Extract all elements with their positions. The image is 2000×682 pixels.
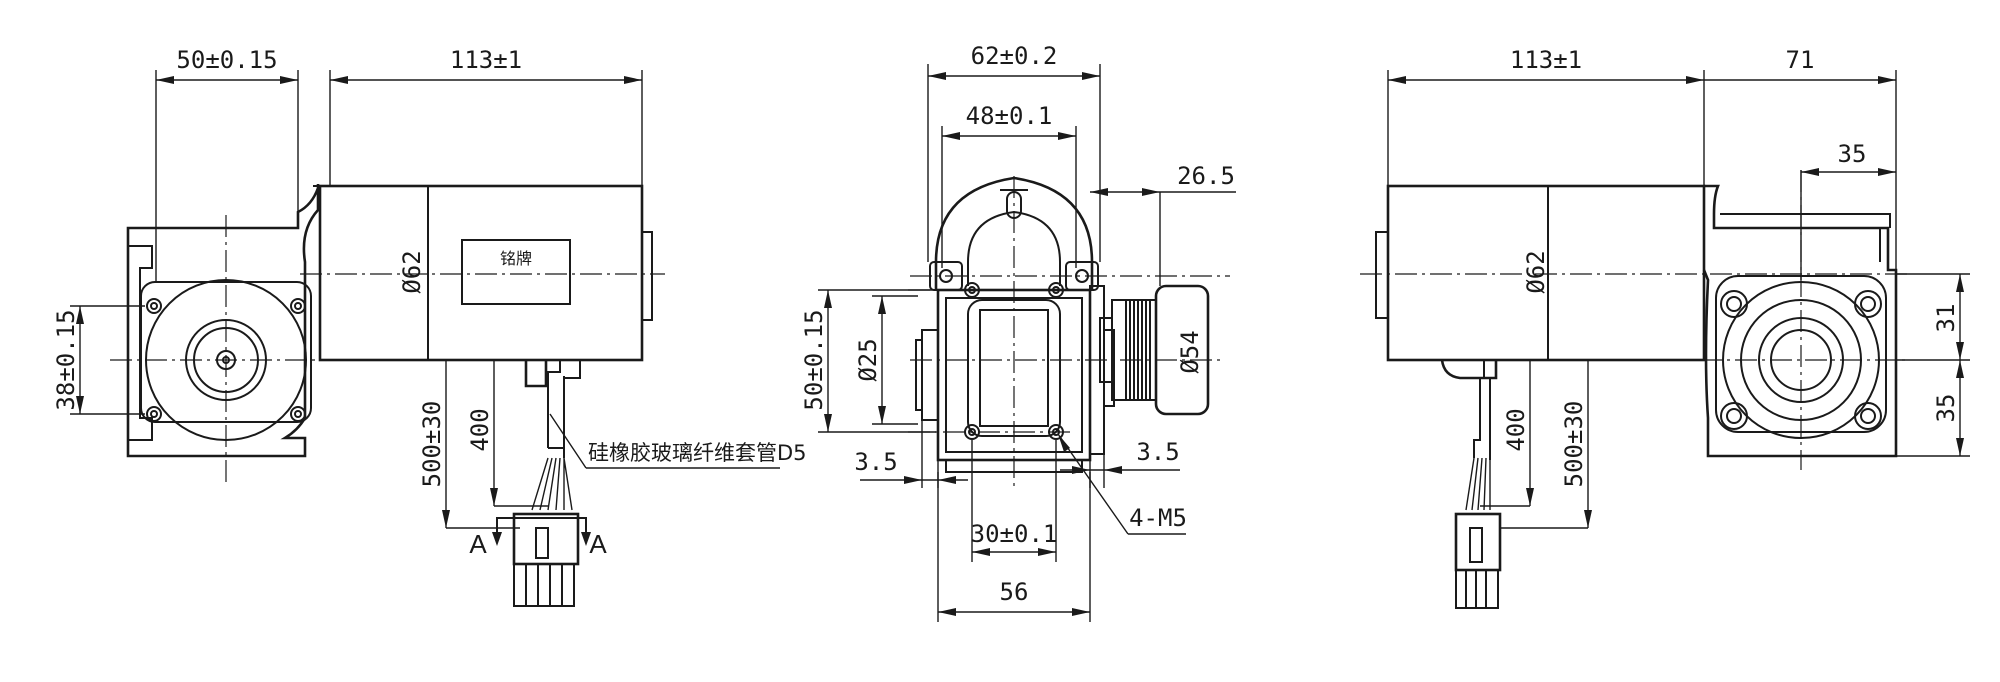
right-bolt-hole-tl	[1720, 290, 1748, 318]
dim-middle-side-height: 50±0.15	[800, 309, 828, 410]
dim-middle-bore: Ø25	[854, 338, 882, 381]
dim-left-hole-spacing: 38±0.15	[52, 309, 80, 410]
left-bolt-hole-bl	[146, 406, 162, 422]
right-wire-bundle	[1465, 457, 1491, 511]
left-bolt-hole-tr	[290, 298, 306, 314]
dim-right-gearbox-length: 71	[1786, 46, 1815, 74]
left-cable-outlet	[524, 360, 548, 388]
nameplate-label: 铭牌	[500, 249, 532, 268]
thread-note-4-m5: 4-M5	[1129, 504, 1187, 532]
dim-right-cable-sleeve: 400	[1502, 408, 1530, 451]
dim-left-body-length: 113±1	[450, 46, 522, 74]
dim-middle-pulley-offset: 26.5	[1177, 162, 1235, 190]
left-view: 铭牌 Ø62 A A 50±0.15	[52, 46, 807, 607]
dim-middle-left-gap: 3.5	[854, 448, 897, 476]
section-line-a	[496, 517, 587, 532]
dim-middle-pulley-diameter: Ø54	[1176, 330, 1204, 373]
sleeve-note: 硅橡胶玻璃纤维套管D5	[588, 441, 807, 465]
left-cable-bend	[546, 359, 581, 379]
dim-right-body-length: 113±1	[1510, 46, 1582, 74]
right-cable-bend	[1473, 359, 1491, 460]
nameplate-box	[461, 239, 571, 305]
right-bolt-hole-br	[1854, 402, 1882, 430]
left-wire-bundle	[531, 457, 573, 511]
dim-right-lower-height: 35	[1932, 394, 1960, 423]
middle-side-plate-left	[921, 329, 939, 421]
dim-middle-inner-width: 48±0.1	[966, 102, 1053, 130]
dim-middle-right-gap: 3.5	[1136, 438, 1179, 466]
dim-left-cable-total: 500±30	[418, 401, 446, 488]
left-flange-face	[140, 281, 312, 423]
left-bolt-hole-br	[290, 406, 306, 422]
left-connector	[512, 512, 580, 566]
left-motor-body	[318, 184, 644, 362]
middle-pulley-flange	[1154, 284, 1210, 416]
section-mark-a-right: A	[589, 529, 607, 559]
middle-view: 62±0.2 48±0.1 26.5 50±0.15 Ø25 Ø54	[800, 42, 1236, 622]
right-body-diameter-label: Ø62	[1522, 250, 1550, 293]
right-gearbox-housing	[1702, 184, 1898, 458]
right-cable-outlet	[1440, 359, 1498, 380]
right-bolt-hole-bl	[1720, 402, 1748, 430]
left-endcap	[641, 231, 653, 321]
dim-middle-top-width: 62±0.2	[971, 42, 1058, 70]
dim-left-cable-sleeve: 400	[466, 408, 494, 451]
middle-side-plate-right	[1089, 285, 1105, 455]
right-view: Ø62 113±1 71 35	[1360, 46, 1970, 609]
dim-left-flange-width: 50±0.15	[176, 46, 277, 74]
section-mark-a-left: A	[469, 529, 487, 559]
dim-right-shaft-offset: 35	[1838, 140, 1867, 168]
right-bolt-hole-tr	[1854, 290, 1882, 318]
dim-middle-hole-pitch: 30±0.1	[971, 520, 1058, 548]
right-endcap	[1375, 231, 1389, 319]
dim-right-upper-height: 31	[1932, 304, 1960, 333]
dim-middle-bottom-width: 56	[1000, 578, 1029, 606]
left-bolt-hole-tl	[146, 298, 162, 314]
middle-pulley-teeth	[1126, 299, 1157, 401]
left-body-diameter-label: Ø62	[398, 250, 426, 293]
dim-right-cable-total: 500±30	[1560, 401, 1588, 488]
left-gearbox-housing	[126, 184, 320, 458]
